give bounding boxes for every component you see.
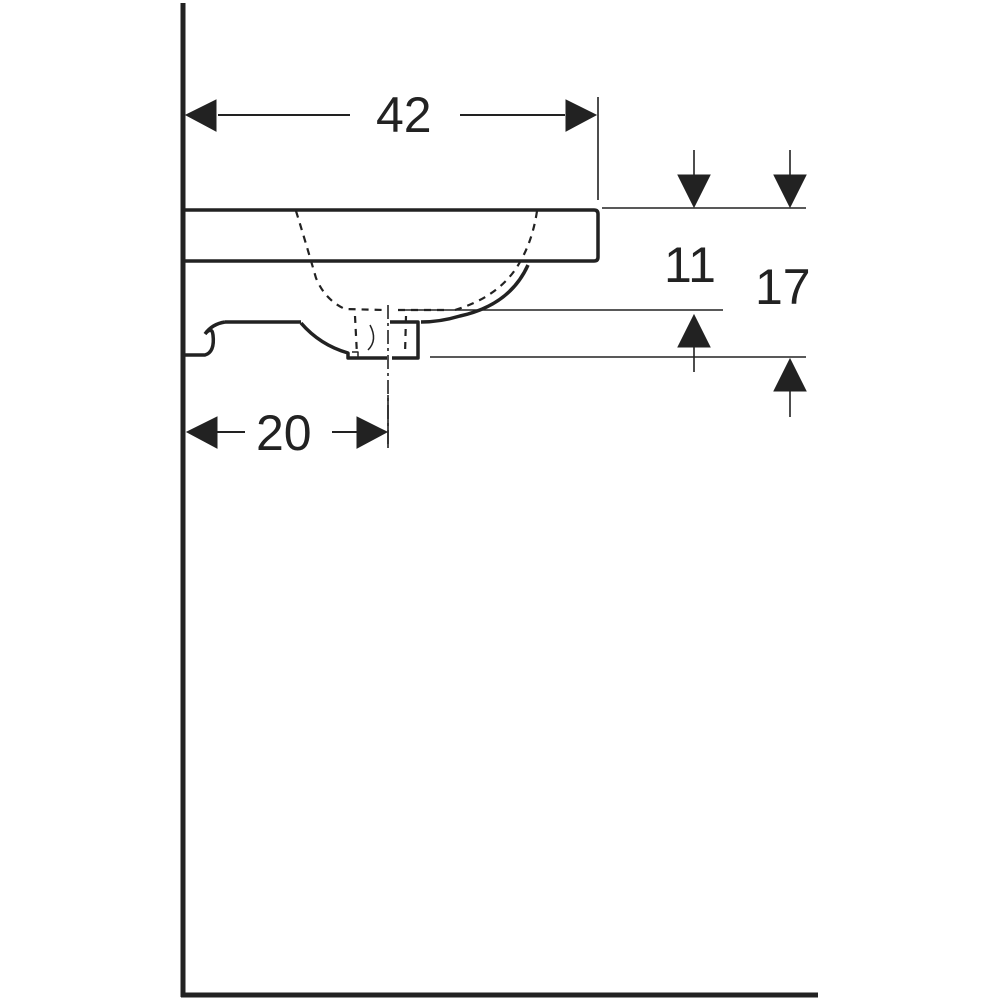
dimension-label-42: 42: [368, 90, 440, 140]
arrow-left-icon: [185, 416, 218, 449]
dimension-label-11: 11: [664, 237, 716, 293]
arrow-down-icon: [677, 174, 711, 209]
drain-inner-curve: [367, 324, 375, 351]
arrow-right-icon: [356, 416, 389, 449]
dimension-17: [773, 150, 807, 417]
dimension-20: [185, 395, 389, 449]
extension-lines: [398, 207, 806, 358]
dimension-label-20: 20: [252, 408, 316, 458]
basin-slab: [183, 208, 600, 263]
wall-bracket-curve: [183, 320, 226, 357]
drain-outlet: [390, 320, 420, 360]
arrow-down-icon: [773, 174, 807, 209]
basin: [183, 208, 600, 360]
dimension-label-17: 17: [755, 259, 811, 315]
drain-inner-mark: [352, 351, 359, 358]
bowl-lower-curve: [299, 321, 387, 360]
arrow-up-icon: [677, 313, 711, 348]
dimension-42: [184, 97, 599, 200]
wall-and-floor: [180, 3, 818, 998]
arrow-left-icon: [184, 99, 217, 132]
bowl-outer-curve: [420, 264, 530, 324]
dimension-11: [677, 150, 711, 372]
arrow-right-icon: [565, 99, 598, 132]
arrow-up-icon: [773, 357, 807, 392]
